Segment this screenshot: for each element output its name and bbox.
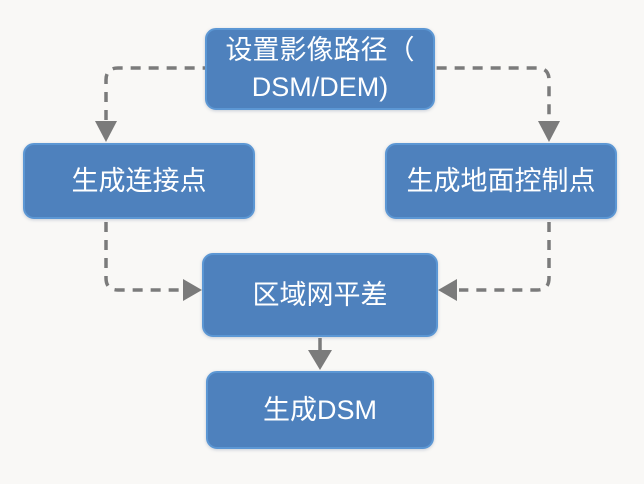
- arrowhead-down-icon: [95, 121, 117, 142]
- edge-tie-points-to-block-adjustment: [104, 222, 181, 292]
- node-generate-ground-control-points: 生成地面控制点: [385, 143, 617, 219]
- arrowhead-down-icon: [538, 121, 560, 142]
- arrowhead-down-icon: [308, 350, 332, 370]
- node-block-adjustment: 区域网平差: [202, 253, 438, 337]
- arrowhead-left-icon: [438, 279, 457, 301]
- arrowhead-right-icon: [183, 279, 202, 301]
- node-generate-tie-points: 生成连接点: [23, 143, 255, 219]
- node-generate-dsm: 生成DSM: [206, 371, 434, 449]
- edge-set-image-path-to-tie-points-and-gcp: [104, 66, 551, 120]
- node-set-image-path: 设置影像路径（ DSM/DEM): [205, 28, 435, 110]
- edge-gcp-to-block-adjustment: [459, 222, 551, 292]
